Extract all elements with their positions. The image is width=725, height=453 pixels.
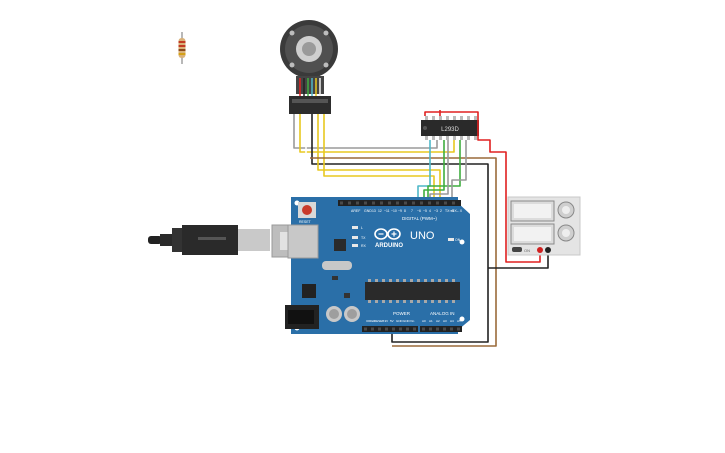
power-section-label: POWER: [393, 311, 411, 316]
l293d-chip[interactable]: L293D: [421, 116, 479, 140]
digital-pin-label: TX➔1: [445, 209, 454, 213]
wires: [293, 110, 549, 347]
tx-led: [352, 236, 358, 239]
wire-yellow-1[interactable]: [299, 114, 455, 153]
reset-label: RESET: [299, 220, 312, 224]
tx-led-label: TX: [361, 236, 366, 240]
analog-pin-label: A3: [443, 319, 447, 323]
digital-pin-label: ~5: [423, 209, 427, 213]
analog-pin-label: A5: [457, 319, 461, 323]
analog-pin-label: A1: [429, 319, 433, 323]
resistor[interactable]: [178, 32, 186, 64]
motor-leads: [299, 78, 321, 96]
power-header[interactable]: [362, 326, 418, 332]
encoder-motor[interactable]: [280, 20, 338, 94]
analog-pin-label: A4: [450, 319, 454, 323]
digital-section-label: DIGITAL (PWM~): [402, 216, 437, 221]
reset-button[interactable]: [302, 205, 312, 215]
l293d-label: L293D: [441, 127, 459, 133]
digital-pin-label: ~9: [398, 209, 402, 213]
wire-red-power[interactable]: [424, 111, 541, 263]
power-pin-label: GND: [396, 319, 404, 323]
wire-black-power[interactable]: [488, 252, 549, 269]
on-led-label: ON: [455, 238, 461, 242]
power-switch[interactable]: [512, 247, 522, 252]
digital-pin-label: RX←0: [452, 209, 462, 213]
wire-gray-1[interactable]: [293, 114, 438, 149]
l-led: [352, 226, 358, 229]
digital-pin-label: ~10: [391, 209, 397, 213]
wire-brown[interactable]: [310, 157, 497, 347]
atmega-chip: [365, 282, 460, 300]
power-pin-label: Vin: [410, 319, 415, 323]
digital-pin-label: 13: [372, 209, 376, 213]
wire-green-2[interactable]: [427, 140, 461, 204]
power-supply-on-label: ON: [524, 248, 530, 253]
voltage-regulator: [302, 284, 316, 298]
usb-chip: [334, 239, 346, 251]
power-pin-label: IOREF: [366, 319, 375, 323]
wire-black-gnd[interactable]: [311, 114, 489, 343]
negative-terminal[interactable]: [545, 247, 551, 253]
analog-pin-label: A2: [436, 319, 440, 323]
digital-pin-label: ~11: [384, 209, 390, 213]
positive-terminal[interactable]: [537, 247, 543, 253]
crystal: [322, 261, 352, 270]
analog-pin-label: A0: [422, 319, 426, 323]
digital-pin-label: 12: [378, 209, 382, 213]
gnd-label: GND: [364, 209, 372, 213]
digital-pin-label: 7: [411, 209, 413, 213]
digital-pin-label: 8: [404, 209, 406, 213]
wire-gray-3[interactable]: [451, 140, 467, 204]
wire-gray-2[interactable]: [429, 140, 449, 204]
digital-pin-label: ~6: [417, 209, 421, 213]
wire-teal[interactable]: [417, 140, 431, 204]
power-pin-label: 3.3V: [382, 319, 388, 323]
arduino-uno[interactable]: RESET AREF GND 13 12 ~11 ~10 ~9 8 7 ~6 ~…: [285, 197, 470, 334]
digital-header[interactable]: [338, 200, 461, 206]
analog-header[interactable]: [420, 326, 462, 332]
small-component: [332, 276, 338, 280]
aref-label: AREF: [351, 209, 360, 213]
power-pin-label: RESET: [374, 319, 384, 323]
motor-connector[interactable]: [289, 96, 331, 114]
power-supply[interactable]: ON: [507, 196, 581, 256]
rx-led: [352, 244, 358, 247]
small-component: [344, 293, 350, 298]
digital-pin-label: ~3: [434, 209, 438, 213]
rx-led-label: RX: [361, 244, 367, 248]
arduino-logo-text: ARDUINO: [375, 243, 403, 249]
arduino-logo-icon: [374, 228, 401, 240]
l-led-label: L: [361, 226, 363, 230]
on-led: [448, 238, 454, 241]
power-pin-label: 5V: [390, 319, 394, 323]
uno-label: UNO: [410, 230, 435, 242]
wire-yellow-2[interactable]: [317, 114, 441, 204]
digital-pin-label: 4: [429, 209, 431, 213]
usb-port[interactable]: [287, 224, 319, 259]
analog-section-label: ANALOG IN: [430, 311, 455, 316]
power-pin-label: GND: [403, 319, 411, 323]
digital-pin-label: 2: [440, 209, 442, 213]
